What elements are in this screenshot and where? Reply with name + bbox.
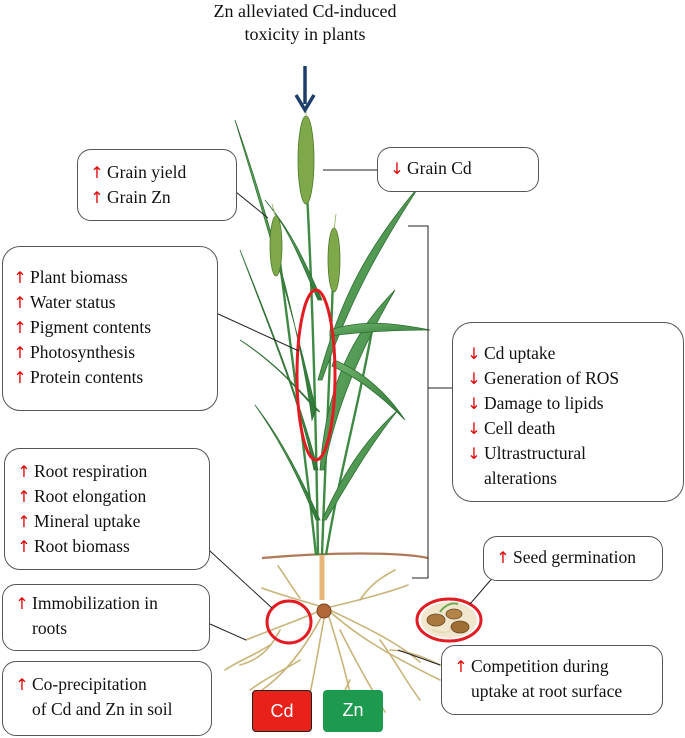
- effect-item: ↑Immobilization in: [15, 591, 197, 616]
- effect-text: Co-precipitation: [32, 674, 147, 694]
- increase-arrow-icon: ↑: [17, 537, 31, 556]
- effect-item: ↓Ultrastructural: [467, 441, 669, 466]
- decrease-arrow-icon: ↓: [467, 444, 481, 463]
- effect-item: ↓Cell death: [467, 416, 669, 441]
- stem-highlight-circle: [295, 288, 337, 462]
- effect-text: Mineral uptake: [34, 511, 141, 531]
- decrease-arrow-icon: ↓: [467, 369, 481, 388]
- effect-text-continuation: of Cd and Zn in soil: [32, 699, 173, 719]
- legend-zn-label: Zn: [342, 700, 364, 720]
- germinating-seeds: [421, 602, 477, 638]
- effect-text: Cell death: [484, 418, 556, 438]
- effect-text: Plant biomass: [30, 267, 128, 287]
- seed-highlight-circle: [415, 597, 483, 643]
- increase-arrow-icon: ↑: [13, 368, 27, 387]
- root-effects-box: ↑Root respiration↑Root elongation↑Minera…: [4, 448, 210, 570]
- effect-item: ↑Pigment contents: [13, 315, 207, 340]
- effect-item: ↑Mineral uptake: [17, 509, 197, 534]
- effect-item: ↑Protein contents: [13, 365, 207, 390]
- title-arrow: [294, 66, 316, 114]
- effect-item: ↑Grain yield: [90, 160, 224, 185]
- effect-text-continuation: roots: [32, 618, 67, 638]
- effect-item: ↑Competition during: [454, 654, 650, 679]
- effect-item: ↑Seed germination: [496, 545, 650, 570]
- increase-arrow-icon: ↑: [13, 318, 27, 337]
- effect-text: Competition during: [471, 656, 609, 676]
- soil-line: [261, 552, 429, 560]
- decrease-arrow-icon: ↓: [467, 344, 481, 363]
- increase-arrow-icon: ↑: [15, 594, 29, 613]
- effect-text: Pigment contents: [30, 317, 152, 337]
- effect-item: ↑Photosynthesis: [13, 340, 207, 365]
- decrease-arrow-icon: ↓: [467, 419, 481, 438]
- effect-item: ↑Root elongation: [17, 484, 197, 509]
- effect-item: ↓Generation of ROS: [467, 366, 669, 391]
- effect-text: Root elongation: [34, 486, 147, 506]
- root-highlight-circle: [265, 599, 313, 645]
- leaves: [234, 119, 431, 521]
- connector-lines: [197, 169, 496, 666]
- effect-text-continuation: uptake at root surface: [471, 681, 623, 701]
- effect-text: Grain Zn: [107, 187, 171, 207]
- effect-item: ↑Water status: [13, 290, 207, 315]
- increase-arrow-icon: ↑: [90, 163, 104, 182]
- effect-text: Ultrastructural: [484, 443, 587, 463]
- effect-text: Photosynthesis: [30, 342, 136, 362]
- effect-text-continuation: alterations: [484, 468, 557, 488]
- effect-item: ↓Cd uptake: [467, 341, 669, 366]
- increase-arrow-icon: ↑: [17, 512, 31, 531]
- effect-item: ↑Grain Zn: [90, 185, 224, 210]
- effect-item: ↓Grain Cd: [390, 156, 526, 181]
- legend-zn: Zn: [323, 690, 383, 732]
- cellular-effects-box: ↓Cd uptake↓Generation of ROS↓Damage to l…: [452, 322, 684, 502]
- decrease-arrow-icon: ↓: [467, 394, 481, 413]
- seed-at-base: [316, 603, 332, 619]
- wheat-ears: [269, 115, 341, 293]
- effect-text: Protein contents: [30, 367, 144, 387]
- grain-cd-box: ↓Grain Cd: [377, 147, 539, 192]
- effect-item: ↓Damage to lipids: [467, 391, 669, 416]
- increase-arrow-icon: ↑: [13, 293, 27, 312]
- effect-text: Grain yield: [107, 162, 187, 182]
- increase-arrow-icon: ↑: [17, 487, 31, 506]
- grain-yield-box: ↑Grain yield↑Grain Zn: [77, 149, 237, 221]
- effect-text: Root biomass: [34, 536, 130, 556]
- effect-item: ↑Root biomass: [17, 534, 197, 559]
- legend-cd: Cd: [252, 690, 312, 732]
- diagram-title: Zn alleviated Cd-induced toxicity in pla…: [140, 0, 470, 46]
- effect-text: Root respiration: [34, 461, 148, 481]
- increase-arrow-icon: ↑: [496, 548, 510, 567]
- increase-arrow-icon: ↑: [13, 268, 27, 287]
- effect-text: Generation of ROS: [484, 368, 620, 388]
- effect-text: Cd uptake: [484, 343, 556, 363]
- effect-text: Immobilization in: [32, 593, 158, 613]
- shoot-effects-box: ↑Plant biomass↑Water status↑Pigment cont…: [2, 246, 218, 411]
- effect-item: ↑Co-precipitation: [15, 672, 199, 697]
- seed-germination-box: ↑Seed germination: [483, 536, 663, 581]
- title-line-2: toxicity in plants: [244, 24, 366, 44]
- increase-arrow-icon: ↑: [90, 188, 104, 207]
- effect-text: Water status: [30, 292, 116, 312]
- increase-arrow-icon: ↑: [454, 657, 468, 676]
- effect-item: ↑Root respiration: [17, 459, 197, 484]
- legend-cd-label: Cd: [270, 701, 294, 721]
- decrease-arrow-icon: ↓: [390, 159, 404, 178]
- increase-arrow-icon: ↑: [17, 462, 31, 481]
- effect-text: Seed germination: [513, 547, 636, 567]
- increase-arrow-icon: ↑: [15, 675, 29, 694]
- title-line-1: Zn alleviated Cd-induced: [213, 1, 397, 21]
- increase-arrow-icon: ↑: [13, 343, 27, 362]
- effect-item: ↑Plant biomass: [13, 265, 207, 290]
- effect-text: Damage to lipids: [484, 393, 604, 413]
- effect-text: Grain Cd: [407, 158, 472, 178]
